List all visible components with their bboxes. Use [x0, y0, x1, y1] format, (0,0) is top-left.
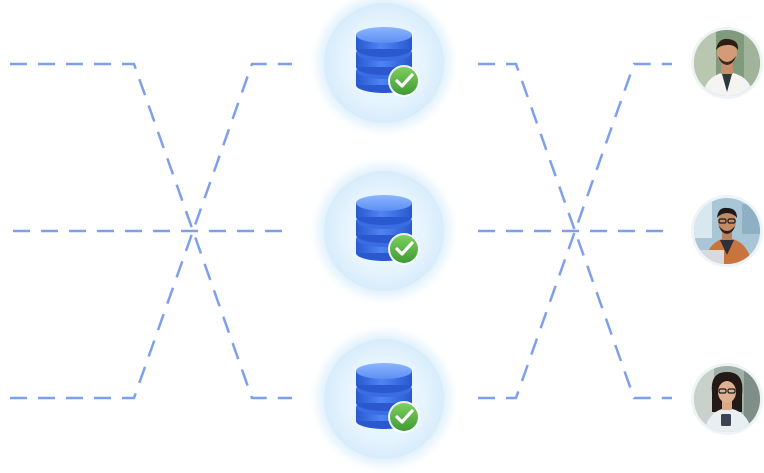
- check-icon: [388, 65, 420, 97]
- connector-left-bottom: [10, 62, 292, 400]
- check-icon: [388, 401, 420, 433]
- user-avatar-icon: [691, 195, 763, 267]
- left-connectors: [10, 62, 292, 400]
- database-node: [318, 0, 450, 129]
- user-avatar-icon: [691, 27, 763, 99]
- user-avatar-icon: [691, 363, 763, 435]
- database-icon: [356, 27, 412, 93]
- database-node: [318, 333, 450, 465]
- connector-left-top: [10, 62, 292, 400]
- database-node: [318, 165, 450, 297]
- right-connectors: [478, 62, 672, 400]
- database-icon: [356, 195, 412, 261]
- check-icon: [388, 233, 420, 265]
